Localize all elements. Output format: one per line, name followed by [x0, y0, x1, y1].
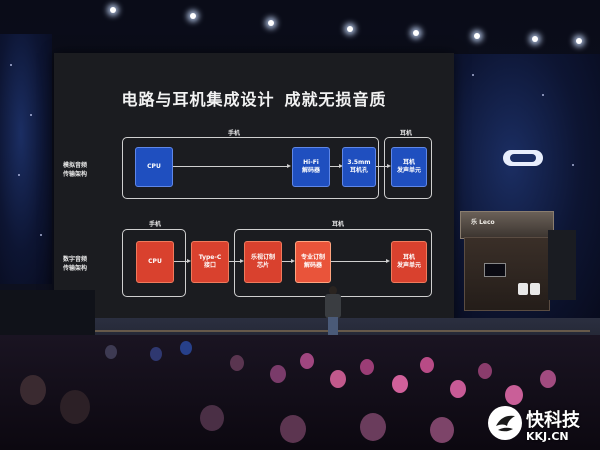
stage-edge-light [90, 330, 590, 332]
digital-arrow-2 [229, 259, 244, 263]
analog-row-label: 模拟音频 传输架构 [62, 162, 87, 178]
presenter [324, 286, 342, 346]
digital-dac-chip: 专业订制解码器 [295, 241, 331, 283]
analog-earphone-frame [384, 137, 432, 199]
ceiling-light [110, 7, 116, 13]
brand-logo [502, 147, 544, 169]
digital-arrow-1 [174, 259, 191, 263]
analog-arrow-3 [376, 164, 391, 168]
ceiling-light [347, 26, 353, 32]
analog-earphone-label: 耳机 [400, 130, 413, 137]
ceiling-light [474, 33, 480, 39]
booth-chair [530, 283, 540, 295]
ceiling-light [532, 36, 538, 42]
digital-cpu-chip: CPU [136, 241, 174, 283]
slide-title-sub: 成就无损音质 [284, 90, 387, 109]
presentation-slide: 电路与耳机集成设计成就无损音质 模拟音频 传输架构 手机 耳机 CPU Hi-F… [54, 53, 454, 323]
digital-arrow-3 [282, 259, 295, 263]
digital-row-label: 数字音频 传输架构 [62, 256, 87, 272]
watermark-name: 快科技 [526, 410, 580, 431]
digital-unit-chip: 耳机发声单元 [391, 241, 427, 283]
digital-custom-chip: 乐视订制芯片 [244, 241, 282, 283]
booth-screen [484, 263, 506, 277]
analog-arrow-1 [173, 164, 291, 168]
ceiling-light [413, 30, 419, 36]
analog-arrow-2 [330, 164, 343, 168]
slide-title: 电路与耳机集成设计成就无损音质 [54, 86, 454, 110]
analog-phone-label: 手机 [228, 130, 241, 137]
digital-earphone-label: 耳机 [332, 221, 345, 228]
watermark-url: KKJ.CN [526, 430, 569, 443]
analog-cpu-chip: CPU [135, 147, 173, 187]
digital-phone-frame [122, 229, 186, 297]
digital-arrow-4 [331, 259, 390, 263]
booth-chair [518, 283, 528, 295]
ceiling-light [190, 13, 196, 19]
digital-phone-label: 手机 [149, 221, 162, 228]
slide-title-main: 电路与耳机集成设计 [121, 90, 275, 109]
watermark: 快科技 KKJ.CN [488, 404, 596, 446]
ceiling-light [268, 20, 274, 26]
product-booth: 乐 Leco [460, 211, 554, 311]
watermark-logo [488, 406, 522, 440]
analog-phone-frame [122, 137, 379, 199]
speaker-stack [548, 230, 576, 300]
analog-unit-chip: 耳机发声单元 [391, 147, 427, 187]
ceiling-light [576, 38, 582, 44]
left-side-screen [0, 34, 52, 284]
booth-title: 乐 Leco [471, 219, 495, 226]
